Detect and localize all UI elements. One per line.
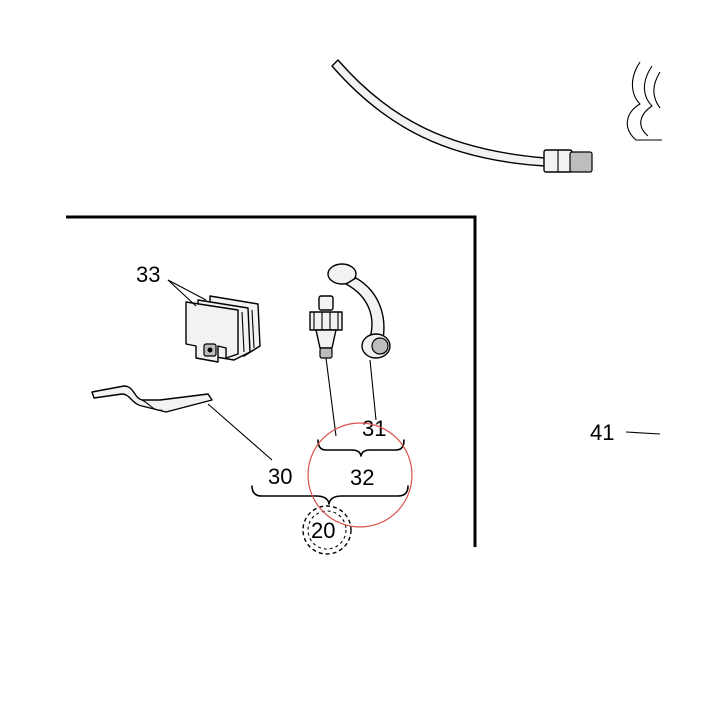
callout-32: 32 [350, 465, 374, 490]
cable-connector [543, 149, 593, 173]
callout-20-inner-circle [307, 510, 347, 550]
partial-component [626, 61, 662, 141]
part-31-sensor [309, 295, 343, 359]
leader-30 [207, 403, 273, 461]
callout-20: 20 [311, 518, 335, 543]
part-30-clip [91, 385, 213, 413]
leader-33a [167, 279, 207, 301]
leader-31a [325, 357, 337, 437]
highlight-circle [307, 422, 413, 528]
brace-20 [251, 485, 409, 505]
leader-41 [625, 431, 661, 435]
cable-part [331, 59, 593, 173]
leader-33b [167, 279, 197, 307]
part-33-heat-shield [185, 295, 261, 363]
inset-frame [66, 215, 477, 547]
callout-33: 33 [136, 262, 160, 287]
callout-20-circle [302, 505, 352, 555]
callout-41: 41 [590, 420, 614, 445]
brace-31 [317, 439, 405, 457]
callout-30: 30 [268, 464, 292, 489]
part-31-holder [327, 263, 391, 359]
leader-31b [369, 359, 377, 421]
